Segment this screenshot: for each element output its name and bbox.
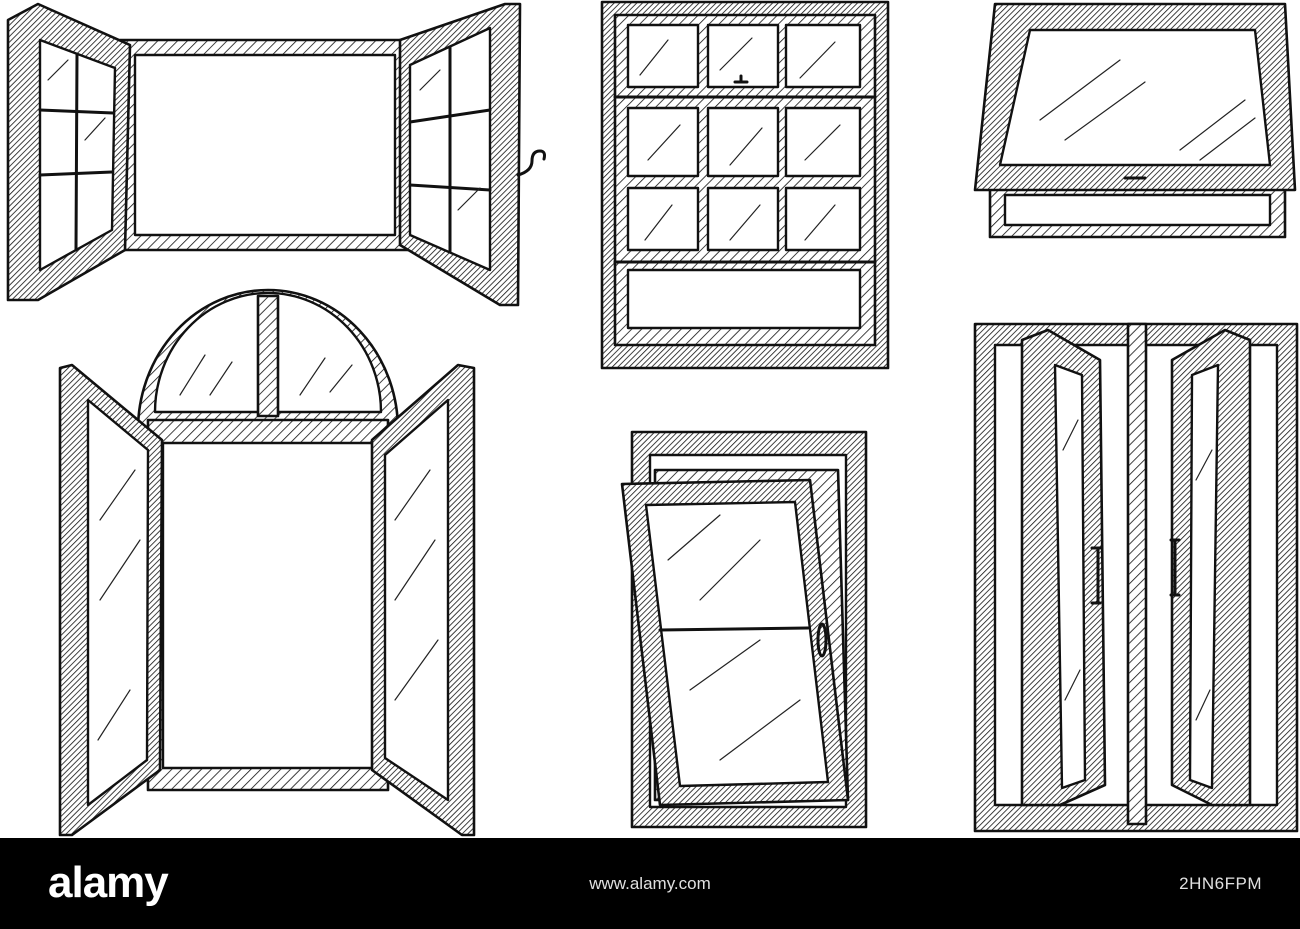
double-door-window-open	[973, 322, 1299, 833]
site-url: www.alamy.com	[589, 874, 711, 893]
awning-window	[973, 2, 1297, 239]
tilt-window	[620, 430, 868, 829]
image-id: 2HN6FPM	[1179, 874, 1262, 893]
illustration-sheet	[6, 0, 1299, 837]
arched-french-window-open	[58, 288, 476, 837]
casement-window-open	[6, 2, 546, 307]
double-hung-sash-window	[600, 0, 890, 370]
alamy-logo: alamy	[48, 858, 169, 907]
watermark-bar: alamy www.alamy.com 2HN6FPM	[0, 838, 1300, 929]
